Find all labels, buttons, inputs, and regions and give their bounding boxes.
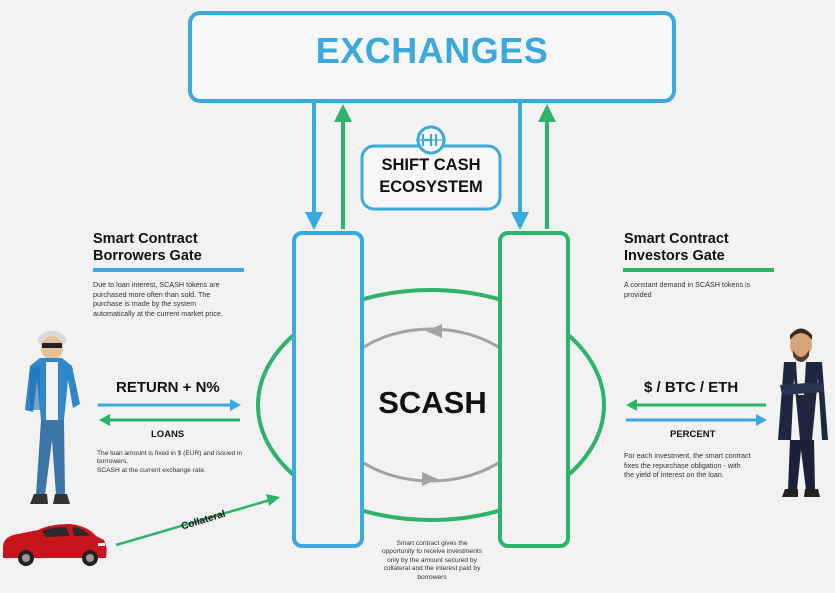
borrowers-desc-line3: purchase is made by the system xyxy=(93,299,197,308)
car-icon xyxy=(3,524,107,566)
borrower-person-icon xyxy=(25,331,80,504)
percent-note-line3: the yield of interest on the loan. xyxy=(624,470,724,479)
exchanges-title: EXCHANGES xyxy=(315,30,549,71)
cycle-arrow-bottom xyxy=(422,472,438,486)
logo-icon xyxy=(416,125,446,155)
loans-note-line1: The loan amount is fixed in $ (EUR) and … xyxy=(97,450,243,457)
percent-note-line1: For each investment, the smart contract xyxy=(624,451,751,460)
borrowers-desc-line1: Due to loan interest, SCASH tokens are xyxy=(93,280,220,289)
ecosystem-title-line1: SHIFT CASH xyxy=(381,156,481,174)
exchanges-box xyxy=(188,11,676,103)
loans-label: LOANS xyxy=(151,429,185,440)
left-pillar xyxy=(292,231,364,548)
borrowers-gate-title: Smart Contract Borrowers Gate xyxy=(93,231,202,265)
borrowers-gate-description: Due to loan interest, SCASH tokens are p… xyxy=(93,280,263,318)
investors-gate-description: A constant demand in SCASH tokens is pro… xyxy=(624,280,794,299)
bottom-note-line2: opportunity to receive investments xyxy=(381,548,483,556)
ecosystem-title: SHIFT CASH ECOSYSTEM xyxy=(362,154,500,198)
investors-gate-underline xyxy=(623,268,774,272)
percent-note-line2: fixes the repurchase obligation - with xyxy=(624,460,741,470)
investors-gate-title-line2: Investors Gate xyxy=(624,248,725,264)
borrowers-desc-line4: automatically at the current market pric… xyxy=(93,308,223,318)
bottom-note-line1: Smart contract gives the xyxy=(396,540,468,547)
collateral-arrow xyxy=(115,498,271,547)
investor-person-icon xyxy=(778,328,828,497)
investors-desc-line1: A constant demand in SCASH tokens is xyxy=(624,280,751,289)
borrowers-desc-line2: purchased more often than sold. The xyxy=(93,289,211,299)
investment-label: $ / BTC / ETH xyxy=(644,379,739,396)
bottom-note-line5: borrowers xyxy=(417,573,447,581)
bottom-note-line4: collateral and the interest paid by xyxy=(383,565,481,573)
investors-gate-title-line1: Smart Contract xyxy=(624,231,729,247)
green-ring xyxy=(256,288,606,522)
borrowers-gate-title-line2: Borrowers Gate xyxy=(93,248,202,264)
bottom-note: Smart contract gives the opportunity to … xyxy=(365,540,499,582)
borrowers-gate-title-line1: Smart Contract xyxy=(93,231,198,247)
ecosystem-title-line2: ECOSYSTEM xyxy=(379,178,483,196)
bottom-note-line3: only by the amount secured by xyxy=(387,556,477,564)
investors-desc-line2: provided xyxy=(624,289,652,299)
loans-note: The loan amount is fixed in $ (EUR) and … xyxy=(97,450,272,475)
percent-note: For each investment, the smart contract … xyxy=(624,451,774,480)
right-pillar xyxy=(498,231,570,548)
loans-note-line3: SCASH at the current exchange rate. xyxy=(97,466,206,474)
cycle-arrow-top xyxy=(426,324,442,338)
percent-label: PERCENT xyxy=(670,429,716,440)
center-label: SCASH xyxy=(378,385,487,420)
investors-gate-title: Smart Contract Investors Gate xyxy=(624,231,729,265)
loans-note-line2: borrowers. xyxy=(97,458,129,466)
return-label: RETURN + N% xyxy=(116,379,220,396)
borrowers-gate-underline xyxy=(93,268,244,272)
